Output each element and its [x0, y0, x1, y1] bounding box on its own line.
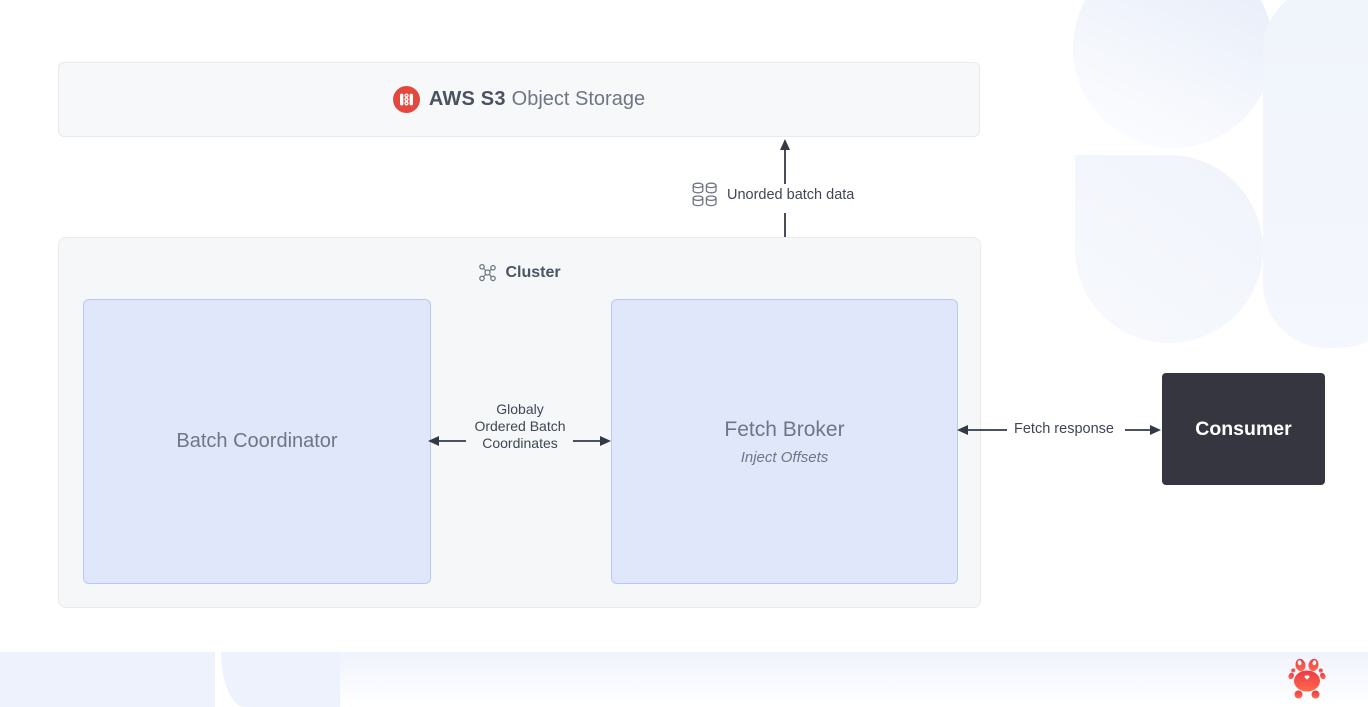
fetch-response-text: Fetch response [1014, 421, 1114, 437]
arrow-up-icon [780, 139, 790, 184]
arrow-left-icon [428, 436, 466, 446]
batch-coordinator-node: Batch Coordinator [83, 299, 431, 584]
s3-brand-label: AWS S3 [428, 88, 506, 110]
fetch-broker-sublabel: Inject Offsets [740, 448, 829, 466]
edge-label-fetch-response: Fetch response [1012, 421, 1116, 437]
cluster-container: Cluster Batch Coordinator Fetch Broker I… [58, 237, 981, 608]
database-stack-icon [692, 182, 717, 207]
arrow-left-icon [957, 425, 1007, 435]
consumer-node: Consumer [1162, 373, 1325, 485]
cluster-header: Cluster [59, 263, 980, 282]
batch-coordinator-label: Batch Coordinator [176, 430, 338, 452]
footer-segment-left [0, 652, 215, 707]
fetch-broker-node: Fetch Broker Inject Offsets [611, 299, 958, 584]
edge-label-text: Unorded batch data [727, 187, 855, 203]
s3-storage-node: AWS S3 Object Storage [58, 62, 980, 137]
consumer-label: Consumer [1195, 417, 1292, 440]
footer-band [0, 652, 1368, 707]
cluster-label: Cluster [505, 263, 561, 281]
decorative-pill [1263, 0, 1368, 348]
edge-label-ordered-batch-coordinates: Globaly Ordered Batch Coordinates [454, 401, 586, 452]
footer-segment-middle [221, 652, 340, 707]
arrow-right-icon [573, 436, 611, 446]
decorative-leaf [1075, 155, 1263, 343]
crab-logo-icon [1288, 658, 1326, 699]
cluster-network-icon [479, 263, 497, 282]
footer-segment-right [340, 652, 1368, 707]
arrow-right-icon [1125, 425, 1161, 435]
edge-label-line3: Coordinates [482, 435, 558, 451]
edge-label-line1: Globaly [496, 401, 544, 417]
edge-label-unordered-batch-data: Unorded batch data [692, 182, 854, 208]
edge-label-line2: Ordered Batch [474, 418, 566, 434]
s3-title-label: Object Storage [511, 88, 646, 110]
fetch-broker-label: Fetch Broker [724, 417, 845, 441]
s3-bucket-icon [392, 86, 420, 113]
